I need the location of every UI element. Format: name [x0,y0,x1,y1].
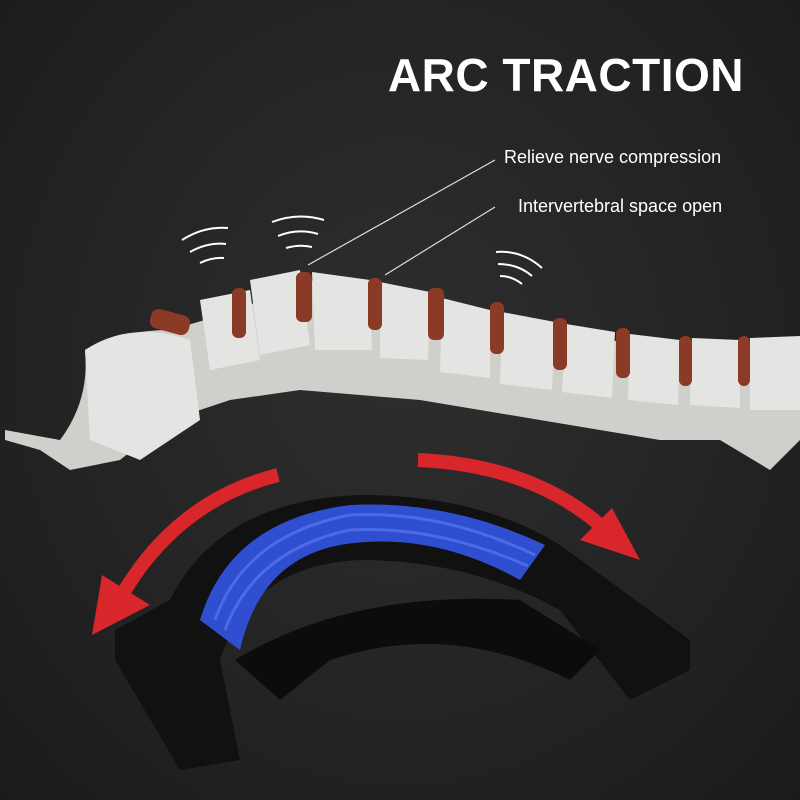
vibration-wave-icons [181,215,543,285]
arrow-left [119,468,280,594]
headline-title: ARC TRACTION [387,49,744,101]
spine-illustration [5,270,800,470]
intervertebral-discs [149,272,750,386]
callout-lines [307,159,496,276]
traction-arrows [119,453,605,594]
callout-line-1 [307,159,496,266]
callout-line-2 [384,206,496,276]
callout-intervertebral-space: Intervertebral space open [518,196,723,216]
arrow-left-head [92,575,150,635]
arrow-right-head [580,508,640,560]
back-stretcher [115,495,690,770]
arrow-right [417,453,605,531]
callout-relieve-nerve: Relieve nerve compression [504,147,722,167]
